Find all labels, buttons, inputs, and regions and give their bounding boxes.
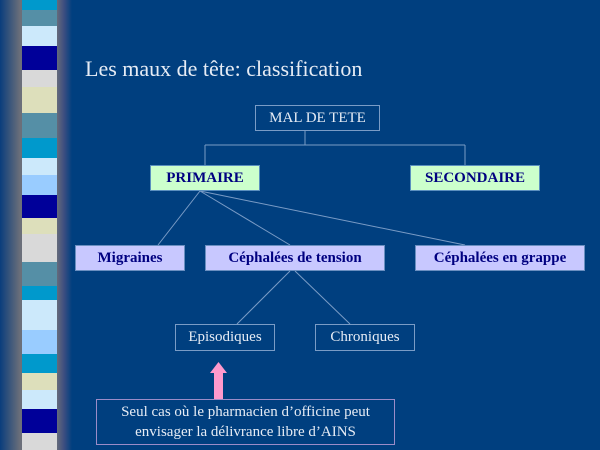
up-arrow-icon: [210, 362, 227, 400]
note-box: Seul cas où le pharmacien d’officine peu…: [96, 399, 395, 445]
node-episodiques: Episodiques: [175, 324, 275, 351]
decorative-stripes: [22, 0, 57, 450]
node-mal-de-tete: MAL DE TETE: [255, 105, 380, 131]
node-primaire: PRIMAIRE: [150, 165, 260, 191]
node-cephalees-tension: Céphalées de tension: [205, 245, 385, 271]
node-secondaire: SECONDAIRE: [410, 165, 540, 191]
node-migraines: Migraines: [75, 245, 185, 271]
node-chroniques: Chroniques: [315, 324, 415, 351]
slide-title: Les maux de tête: classification: [85, 56, 363, 81]
node-cephalees-grappe: Céphalées en grappe: [415, 245, 585, 271]
